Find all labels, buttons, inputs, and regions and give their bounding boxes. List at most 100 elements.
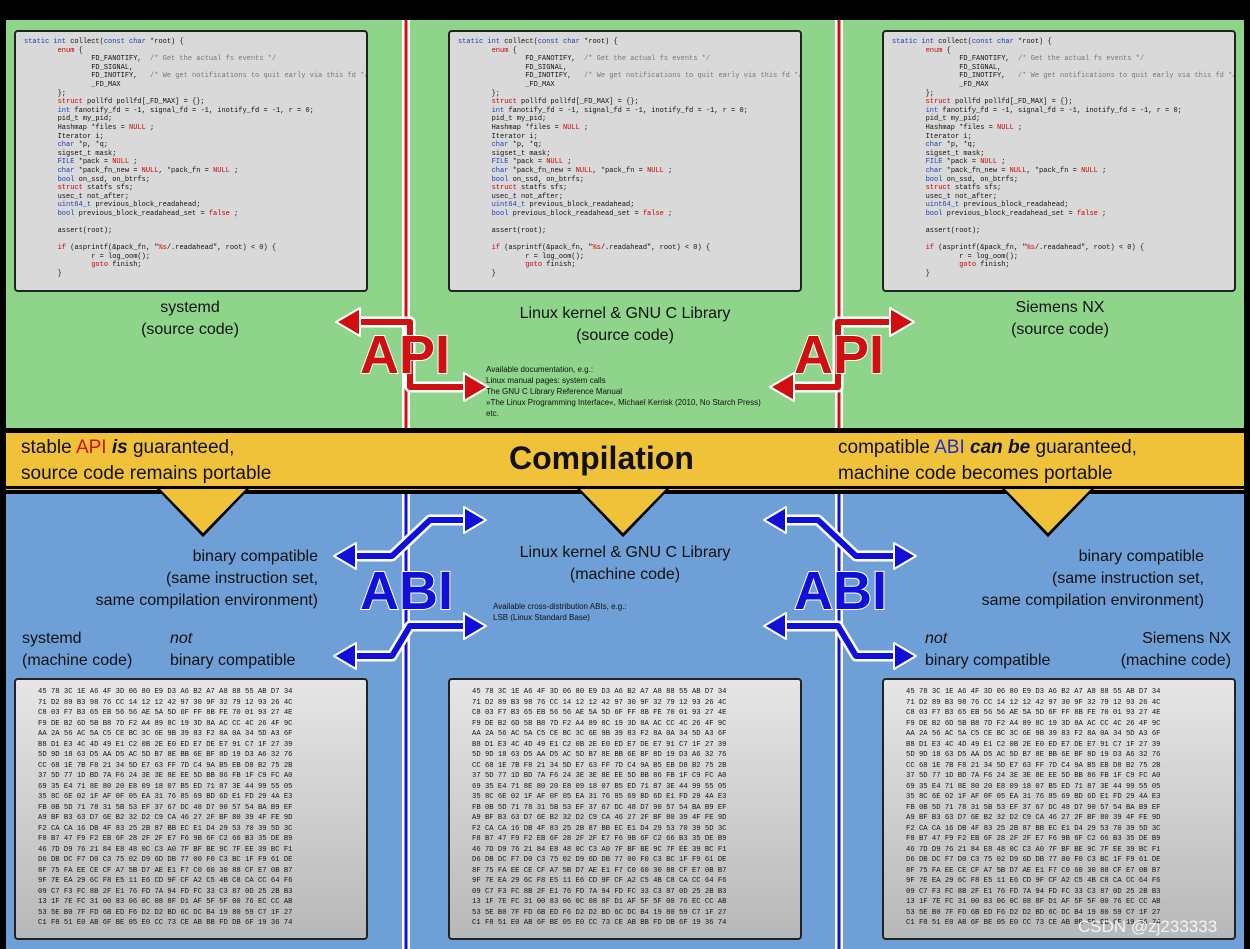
hex-row: 5D 9D 18 63 D5 AA D5 AC 5D B7 8E BB 6E B… [38, 751, 293, 759]
code-line: goto finish; [91, 261, 142, 270]
code-line: int fanotify_fd = -1, signal_fd = -1, in… [491, 106, 748, 115]
hex-row: A9 BF B3 63 D7 6E B2 32 D2 C9 CA 46 27 2… [38, 814, 293, 822]
code-line [892, 236, 1226, 245]
code-line: struct statfs sfs; [57, 184, 134, 193]
code-line: int fanotify_fd = -1, signal_fd = -1, in… [57, 106, 314, 115]
code-line: pid_t my_pid; [24, 115, 113, 124]
hex-box-kernel: 45 78 3C 1E A6 4F 3D 06 80 E9 D3 A6 B2 A… [448, 678, 802, 940]
code-line [458, 236, 792, 245]
code-line: enum { [57, 46, 83, 55]
hex-row: 8F 75 FA EE CE CF A7 5B D7 AE E1 F7 C0 6… [38, 866, 293, 875]
code-line: } [458, 270, 496, 279]
hex-box-nx: 45 78 3C 1E A6 4F 3D 06 80 E9 D3 A6 B2 A… [882, 678, 1236, 940]
code-line: r = log_oom(); [458, 252, 585, 261]
label-kernel-machine: Linux kernel & GNU C Library (machine co… [519, 544, 731, 583]
code-line: struct pollfd pollfd[_FD_MAX] = {}; [491, 98, 639, 107]
hex-row: C1 F8 51 E0 AB 6F BE 05 E0 CC 73 CE AB B… [472, 919, 727, 927]
label-systemd-source: systemd (source code) [141, 299, 239, 338]
hex-row: 13 1F 7E FC 31 00 83 06 0C 08 8F D1 AF 5… [472, 898, 727, 906]
code-line [24, 218, 358, 227]
label-binary-compatible-left: binary compatible (same instruction set,… [95, 548, 318, 609]
code-line: char *p, *q; [57, 141, 109, 150]
code-line: } [892, 270, 930, 279]
label-nx-machine: Siemens NX (machine code) [1120, 630, 1231, 669]
hex-row: C8 03 F7 B3 65 EB 56 56 AE 5A 5D 6F FF 8… [472, 709, 727, 717]
band-left-text: stable API is guaranteed, source code re… [21, 437, 272, 484]
hex-row: F2 CA CA 16 DB 4F 83 25 2B 87 BB EC E1 D… [38, 824, 293, 833]
code-line: usec_t not_after; [24, 192, 130, 201]
hex-row: 5D 9D 18 63 D5 AA D5 AC 5D B7 8E BB 6E B… [906, 751, 1161, 759]
hex-row: FB 0B 5D 71 78 31 5B 53 EF 37 67 DC 48 D… [472, 803, 727, 812]
hex-row: 37 5D 77 1D BD 7A F6 24 3E 3E 8E EE 5D B… [38, 772, 293, 780]
code-line: sigset_t mask; [458, 149, 551, 158]
api-arrows-right [769, 307, 915, 402]
hex-row: 09 C7 F3 FC 8B 2F E1 76 FD 7A 94 FD FC 3… [906, 887, 1161, 896]
hex-row: 35 8C 6E 02 1F AF 0F 05 EA 31 76 85 69 B… [906, 793, 1161, 801]
code-line: FD_FANOTIFY, /* Get the actual fs events… [24, 55, 277, 64]
code-line: }; [458, 89, 501, 98]
code-line: pid_t my_pid; [458, 115, 547, 124]
code-line: FD_INOTIFY, /* We get notifications to q… [458, 72, 802, 81]
code-line: FD_INOTIFY, /* We get notifications to q… [24, 72, 368, 81]
code-line: } [24, 270, 62, 279]
code-line: Hashmap *files = NULL ; [458, 123, 589, 132]
label-systemd-machine: systemd (machine code) [22, 630, 133, 669]
hex-row: C8 03 F7 B3 65 EB 56 56 AE 5A 5D 6F FF 8… [906, 709, 1161, 717]
code-box-nx: static int collect(const char *root) { e… [882, 30, 1236, 292]
band-right-text: compatible ABI can be guaranteed, machin… [838, 437, 1137, 484]
code-line: FILE *pack = NULL ; [57, 158, 138, 167]
hex-row: F2 CA CA 16 DB 4F 83 25 2B 87 BB EC E1 D… [472, 824, 727, 833]
code-line: goto finish; [525, 261, 576, 270]
hex-row: 45 78 3C 1E A6 4F 3D 06 80 E9 D3 A6 B2 A… [472, 688, 727, 696]
hex-row: 37 5D 77 1D BD 7A F6 24 3E 3E 8E EE 5D B… [472, 772, 727, 780]
code-line: FD_INOTIFY, /* We get notifications to q… [892, 72, 1236, 81]
hex-row: 53 5E B0 7F FD 6B ED F6 D2 D2 BD 6C DC B… [472, 908, 727, 917]
hex-row: F8 B7 47 F9 F2 EB 6F 28 2F 2F E7 F6 9B 6… [472, 835, 727, 843]
abi-note: Available cross-distribution ABIs, e.g.:… [493, 602, 627, 622]
hex-row: 69 35 E4 71 8E 80 20 E8 09 18 07 B5 ED 7… [472, 782, 727, 791]
hex-row: 53 5E B0 7F FD 6B ED F6 D2 D2 BD 6C DC B… [906, 908, 1161, 917]
code-line: struct pollfd pollfd[_FD_MAX] = {}; [57, 98, 205, 107]
hex-row: FB 0B 5D 71 78 31 5B 53 EF 37 67 DC 48 D… [906, 803, 1161, 812]
code-box-kernel: static int collect(const char *root) { e… [448, 30, 802, 292]
hex-row: F8 B7 47 F9 F2 EB 6F 28 2F 2F E7 F6 9B 6… [38, 835, 293, 843]
code-line: struct pollfd pollfd[_FD_MAX] = {}; [925, 98, 1073, 107]
hex-row: C1 F8 51 E0 AB 6F BE 05 E0 CC 73 CE AB B… [906, 919, 1161, 927]
hex-row: B8 D1 E3 4C 4D 49 E1 C2 0B 2E E0 ED E7 D… [38, 740, 293, 749]
code-line: _FD_MAX [24, 80, 121, 89]
code-line: static int collect(const char *root) { [458, 38, 618, 46]
hex-row: 71 D2 89 B3 98 76 CC 14 12 12 42 97 30 9… [472, 698, 727, 707]
hex-row: C8 03 F7 B3 65 EB 56 56 AE 5A 5D 6F FF 8… [38, 709, 293, 717]
code-line: static int collect(const char *root) { [892, 38, 1052, 46]
code-line: assert(root); [458, 227, 547, 236]
code-line: Iterator i; [24, 132, 104, 141]
label-kernel-source: Linux kernel & GNU C Library (source cod… [519, 305, 731, 344]
hex-row: 9F 7E EA 29 6C F8 E5 11 E6 CD 9F CF A2 C… [906, 877, 1161, 885]
hex-row: 35 8C 6E 02 1F AF 0F 05 EA 31 76 85 69 B… [472, 793, 727, 801]
code-line: FD_SIGNAL, [892, 63, 1002, 72]
watermark: CSDN @zj233333 [1078, 917, 1218, 936]
hex-row: 46 7D D9 76 21 84 E8 48 0C C3 A0 7F BF B… [906, 845, 1161, 854]
code-line: _FD_MAX [458, 80, 555, 89]
code-line: if (asprintf(&pack_fn, "%s/.readahead", … [491, 244, 711, 253]
code-line: FILE *pack = NULL ; [925, 158, 1006, 167]
compilation-band [6, 432, 1244, 490]
hex-row: 8F 75 FA EE CE CF A7 5B D7 AE E1 F7 C0 6… [906, 866, 1161, 875]
hex-row: F9 DE B2 6D 5B B8 7D F2 A4 89 8C 19 3D 8… [906, 719, 1161, 728]
hex-row: 45 78 3C 1E A6 4F 3D 06 80 E9 D3 A6 B2 A… [38, 688, 293, 696]
code-line: bool previous_block_readahead_set = fals… [491, 209, 673, 218]
code-line: uint64_t previous_block_readahead; [925, 201, 1069, 210]
code-line [24, 236, 358, 245]
code-line: uint64_t previous_block_readahead; [491, 201, 635, 210]
abi-label-left: ABI [359, 561, 454, 621]
abi-arrows-right [763, 506, 917, 670]
api-label-left: API [359, 325, 451, 385]
code-line: bool on_ssd, on_btrfs; [925, 175, 1019, 184]
hex-row: AA 2A 56 AC 5A C5 CE BC 3C 6E 9B 39 83 F… [906, 730, 1161, 738]
hex-row: B8 D1 E3 4C 4D 49 E1 C2 0B 2E E0 ED E7 D… [472, 740, 727, 749]
code-line: Hashmap *files = NULL ; [892, 123, 1023, 132]
code-line: FD_SIGNAL, [24, 63, 134, 72]
hex-row: 45 78 3C 1E A6 4F 3D 06 80 E9 D3 A6 B2 A… [906, 688, 1161, 696]
